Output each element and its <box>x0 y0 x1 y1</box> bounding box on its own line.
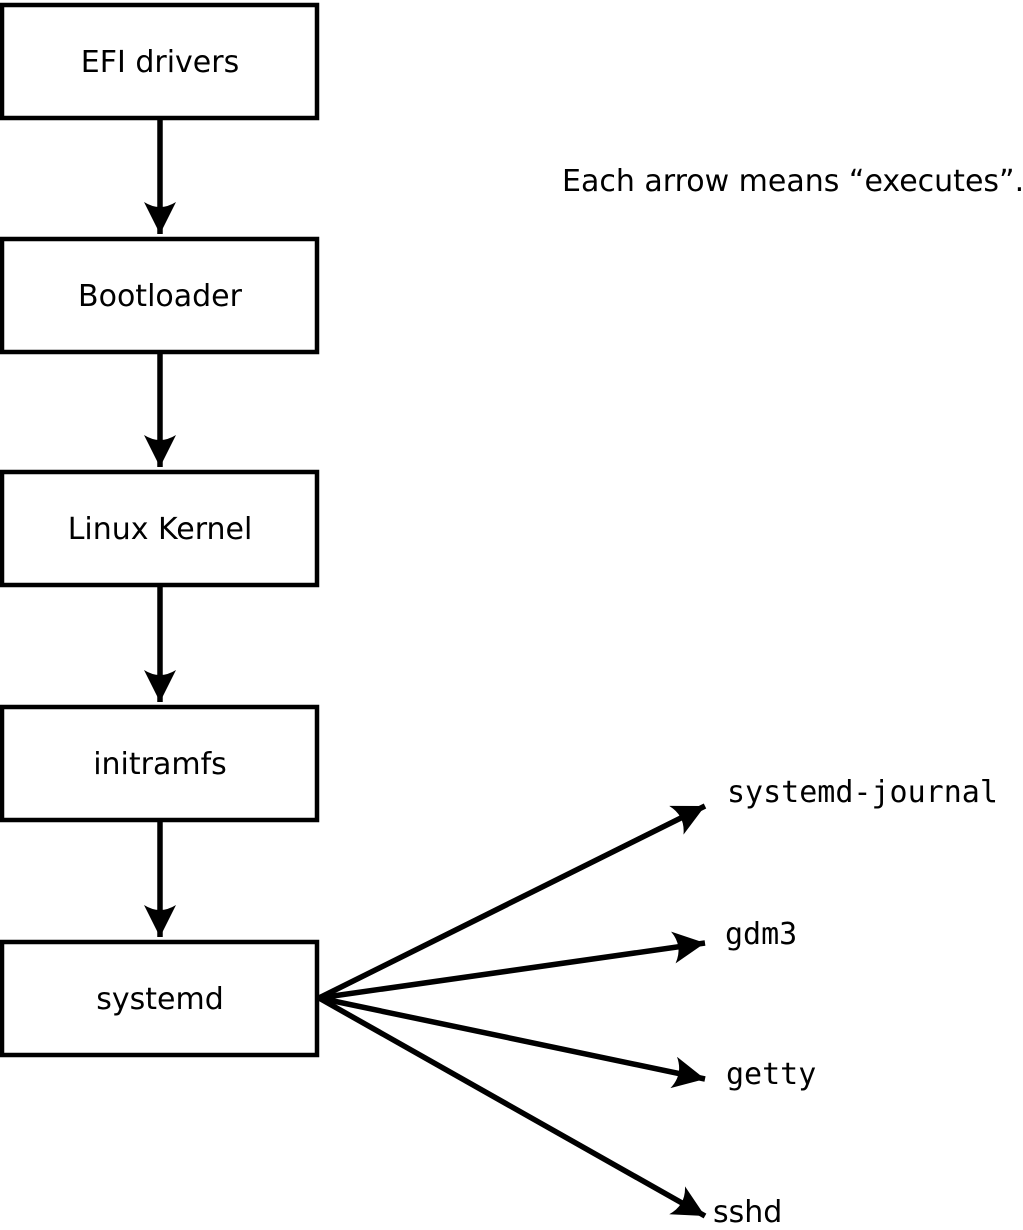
node-label: initramfs <box>93 747 227 782</box>
node-box <box>0 2 320 121</box>
node-box <box>0 469 320 588</box>
node-label: Bootloader <box>78 279 243 314</box>
node-efi-drivers: EFI drivers <box>0 2 320 121</box>
service-label-systemd-journal: systemd-journal <box>727 775 998 810</box>
node-linux-kernel: Linux Kernel <box>0 469 320 588</box>
arrow-systemd-to-gdm3 <box>318 931 706 1001</box>
arrow-systemd-to-sshd <box>317 995 707 1219</box>
service-label-sshd: sshd <box>713 1195 782 1230</box>
node-box <box>0 939 320 1058</box>
service-label-gdm3: gdm3 <box>725 917 797 952</box>
arrow-systemd-to-getty <box>318 995 706 1089</box>
node-label: Linux Kernel <box>68 512 253 547</box>
node-label: EFI drivers <box>81 45 239 80</box>
node-bootloader: Bootloader <box>0 236 320 355</box>
node-initramfs: initramfs <box>0 704 320 823</box>
node-box <box>0 704 320 823</box>
node-box <box>0 236 320 355</box>
node-systemd: systemd <box>0 939 320 1058</box>
arrow-meaning-note: Each arrow means “executes”. <box>562 164 1023 199</box>
service-label-getty: getty <box>726 1057 816 1092</box>
node-label: systemd <box>96 982 224 1017</box>
arrow-systemd-to-systemd-journal <box>317 803 707 1001</box>
